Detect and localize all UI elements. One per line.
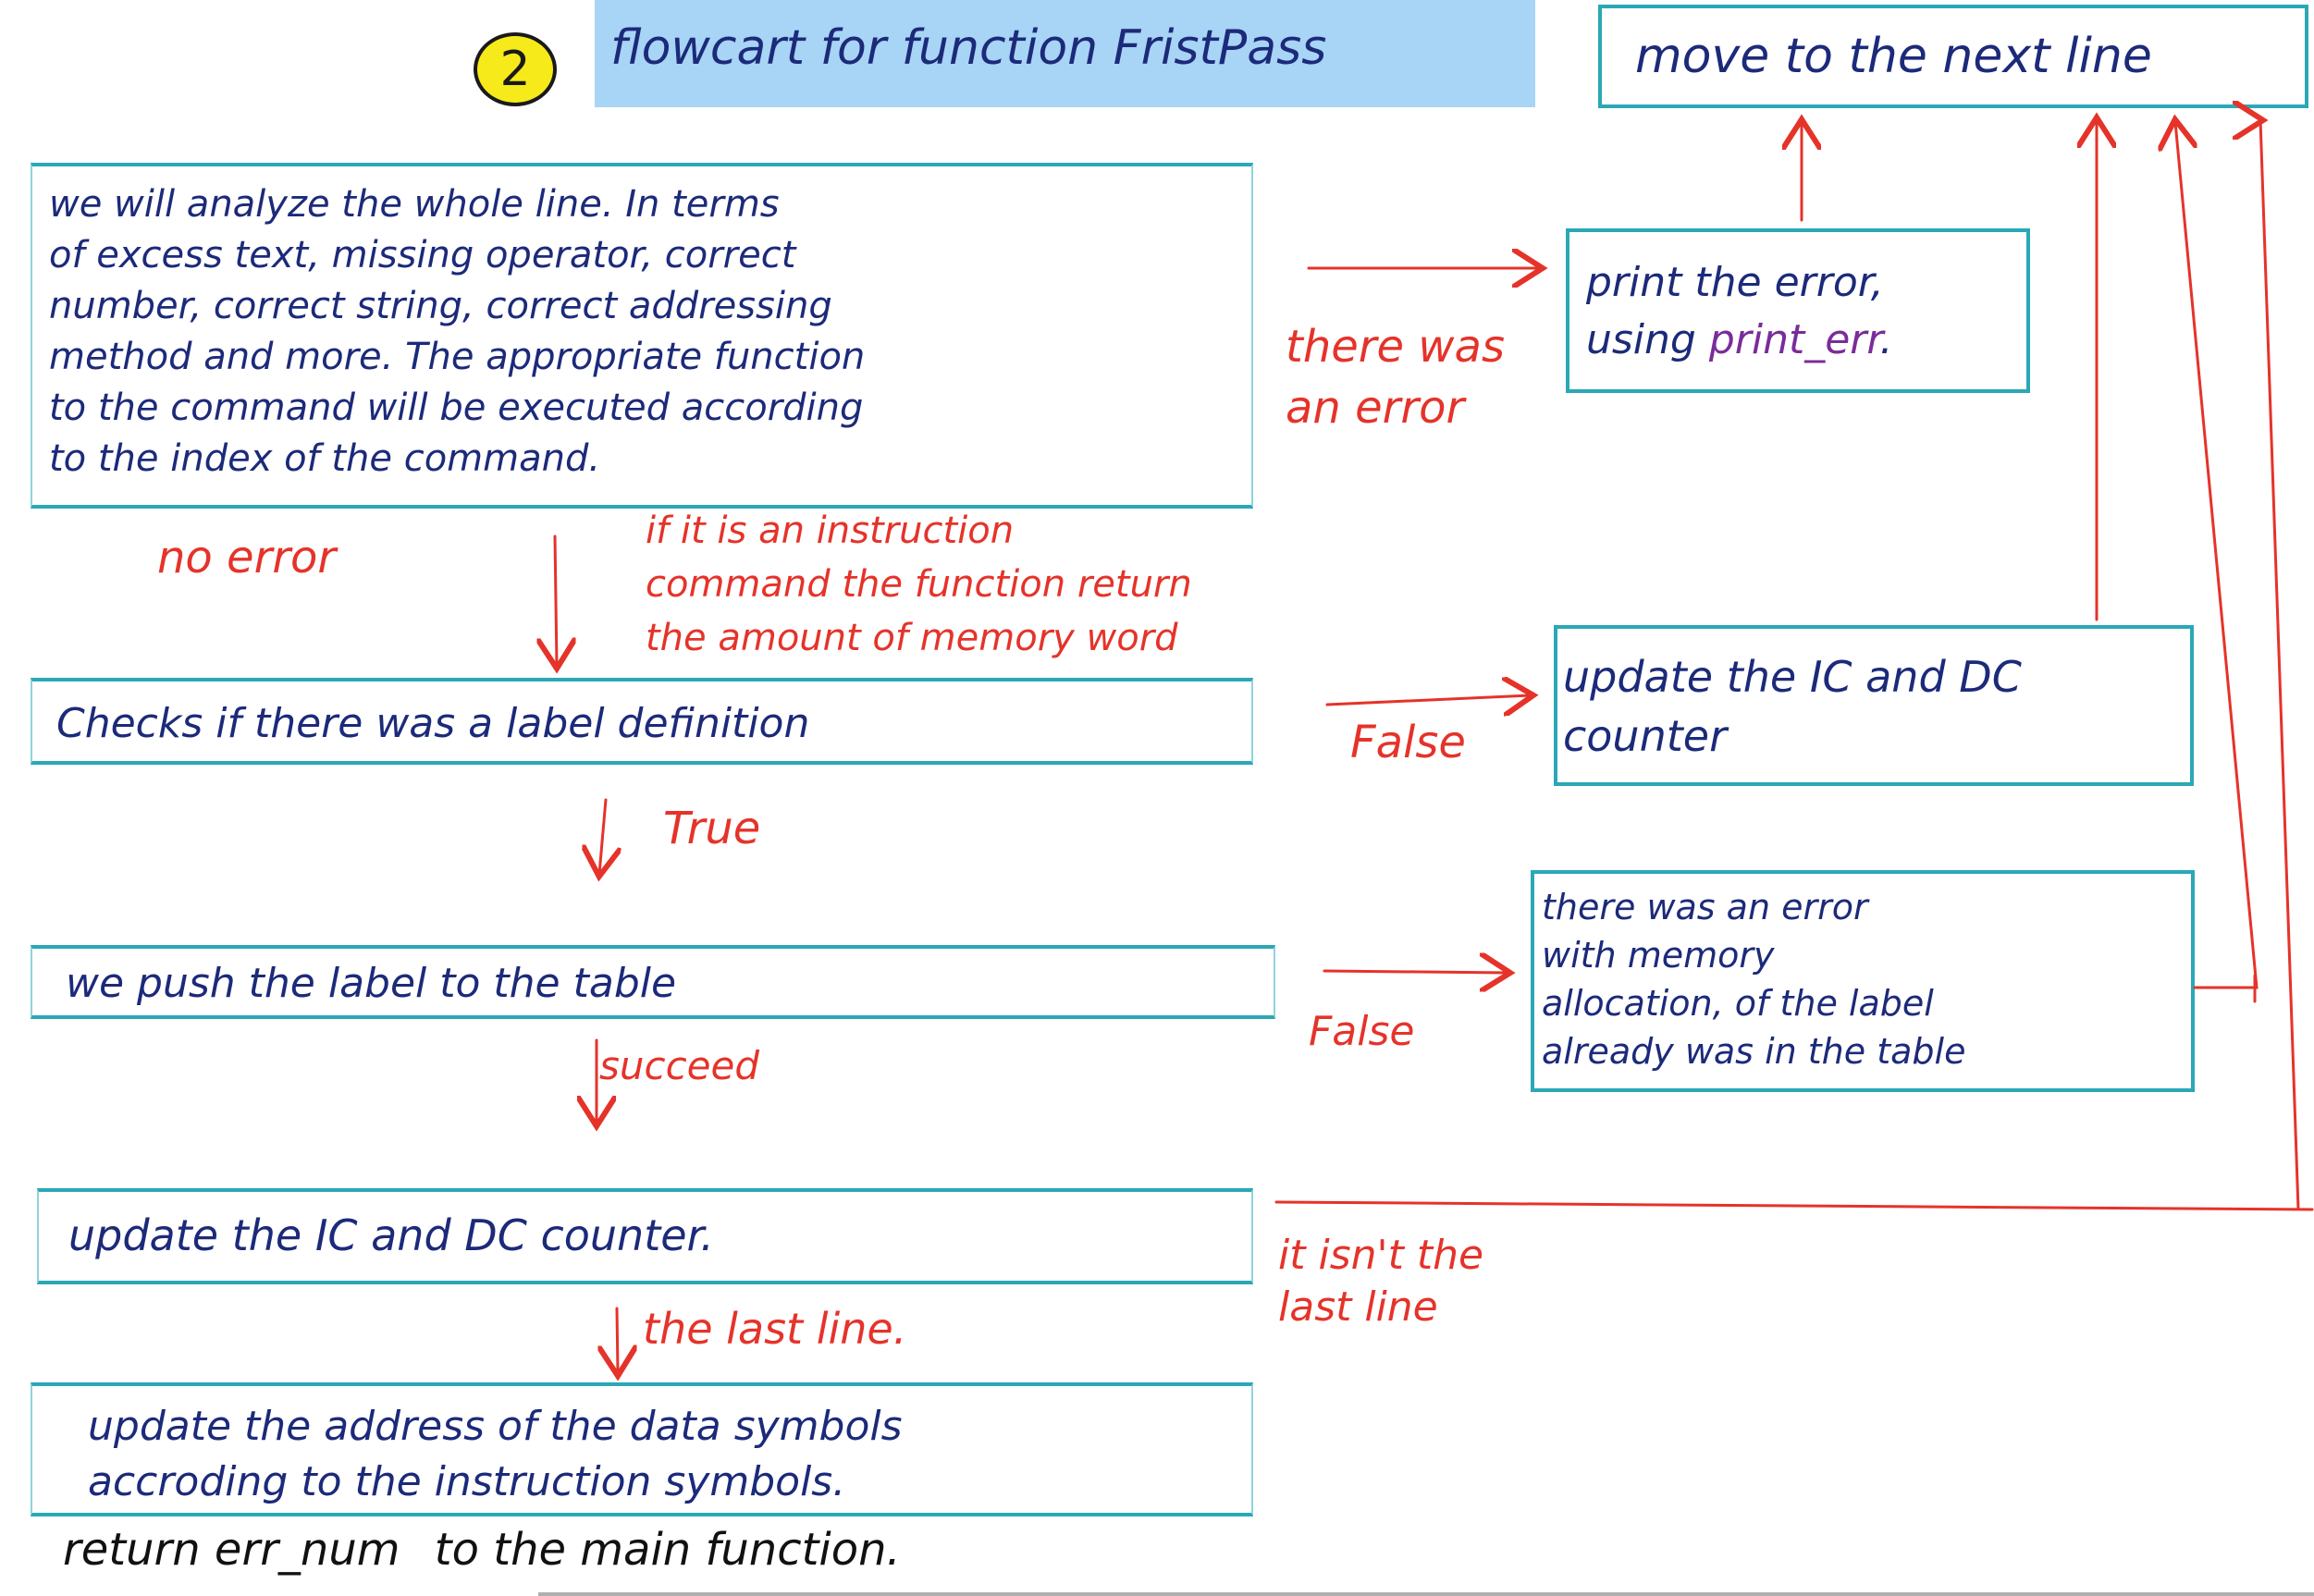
print-err-function: print_err — [1708, 316, 1880, 363]
arrow-push-label-to-memory-error — [1323, 971, 1508, 973]
memory-error-text: there was an error with memory allocatio… — [1542, 887, 1966, 1072]
label-false-1: False — [1350, 717, 1466, 768]
page-title: flowcart for function FristPass — [610, 20, 1327, 76]
print-error-suffix: . — [1879, 316, 1893, 363]
arrow-analyze-to-check-label — [555, 534, 557, 666]
check-label-text: Checks if there was a label definition — [56, 700, 810, 747]
move-next-line-text: move to the next line — [1635, 29, 2152, 84]
arrow-update-counter-loop — [1274, 118, 2314, 1211]
arrow-check-label-to-push-label — [599, 798, 606, 874]
return-prefix: return err_num — [63, 1524, 400, 1576]
label-succeed: succeed — [599, 1043, 760, 1088]
update-counter-text: update the IC and DC counter. — [68, 1210, 714, 1260]
label-there-was-error: there was an error — [1286, 321, 1505, 434]
update-address-box: update the address of the data symbols a… — [31, 1382, 1253, 1516]
push-label-text: we push the label to the table — [66, 960, 677, 1007]
step-number: 2 — [499, 42, 531, 97]
return-statement: return err_num to the main function. — [63, 1524, 901, 1576]
update-counter-right-text: update the IC and DC counter — [1563, 652, 2022, 761]
push-label-box: we push the label to the table — [31, 945, 1275, 1019]
print-error-prefix: print the error, using — [1586, 259, 1884, 363]
print-error-text: print the error, using print_err. — [1586, 254, 1892, 369]
arrow-update-counter-to-update-address — [617, 1307, 618, 1373]
check-label-box: Checks if there was a label definition — [31, 678, 1253, 765]
update-address-text: update the address of the data symbols a… — [88, 1403, 903, 1505]
title-banner — [595, 0, 1535, 107]
update-counter-box: update the IC and DC counter. — [37, 1188, 1253, 1284]
label-last-line: the last line. — [643, 1304, 907, 1354]
print-error-box: print the error, using print_err. — [1566, 228, 2030, 393]
update-counter-right-box: update the IC and DC counter — [1554, 625, 2194, 786]
return-suffix: to the main function. — [434, 1524, 901, 1576]
memory-error-box: there was an error with memory allocatio… — [1531, 870, 2195, 1092]
label-instruction-note: if it is an instruction command the func… — [646, 509, 1192, 659]
arrow-memory-error-to-next-line — [2175, 122, 2259, 989]
label-false-2: False — [1309, 1008, 1415, 1055]
analyze-line-text: we will analyze the whole line. In terms… — [49, 183, 866, 480]
label-true: True — [663, 803, 761, 854]
move-next-line-box: move to the next line — [1598, 5, 2308, 108]
footer-underline — [538, 1592, 2314, 1596]
label-not-last-line: it isn't the last line — [1278, 1232, 1484, 1331]
label-no-error: no error — [157, 532, 337, 583]
arrow-check-label-to-update-counter — [1325, 695, 1531, 705]
analyze-line-box: we will analyze the whole line. In terms… — [31, 163, 1253, 509]
step-number-badge: 2 — [474, 32, 557, 106]
